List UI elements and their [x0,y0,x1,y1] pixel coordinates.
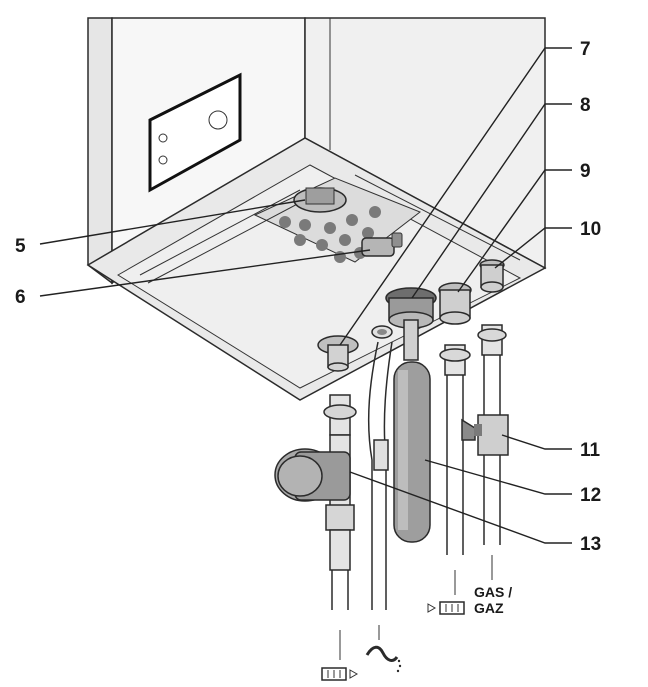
callout-7: 7 [580,39,591,60]
drain-hose [367,341,393,640]
radiator-icon [321,667,359,681]
callout-12: 12 [580,485,601,506]
circulation-pump [274,448,351,502]
callout-13: 13 [580,534,601,555]
gas-connector [479,259,505,293]
gas-pipe [477,324,509,580]
gas-label-line1: GAS / [474,584,512,600]
radiator-icon [427,601,465,615]
heating-return-connector [438,282,472,325]
cable-grommets [279,206,381,263]
callout-9: 9 [580,161,591,182]
callout-8: 8 [580,95,591,116]
callout-10: 10 [580,219,601,240]
heating-return-pipe [439,344,471,595]
pressure-relief-valve [361,232,403,257]
heating-flow-pipe [323,394,357,660]
electrical-connector-block [293,187,347,213]
gas-isolation-valve [461,418,482,441]
control-display-panel [148,72,242,193]
drain-hose-icon [365,645,402,673]
heating-flow-connector [317,335,359,372]
callout-5: 5 [15,236,26,257]
callout-11: 11 [580,440,601,461]
filter-cylinder [393,319,431,543]
gas-label-line2: GAZ [474,600,504,616]
callout-6: 6 [15,287,26,308]
leader-lines [39,47,572,544]
drain-outlet-nut [371,325,393,339]
